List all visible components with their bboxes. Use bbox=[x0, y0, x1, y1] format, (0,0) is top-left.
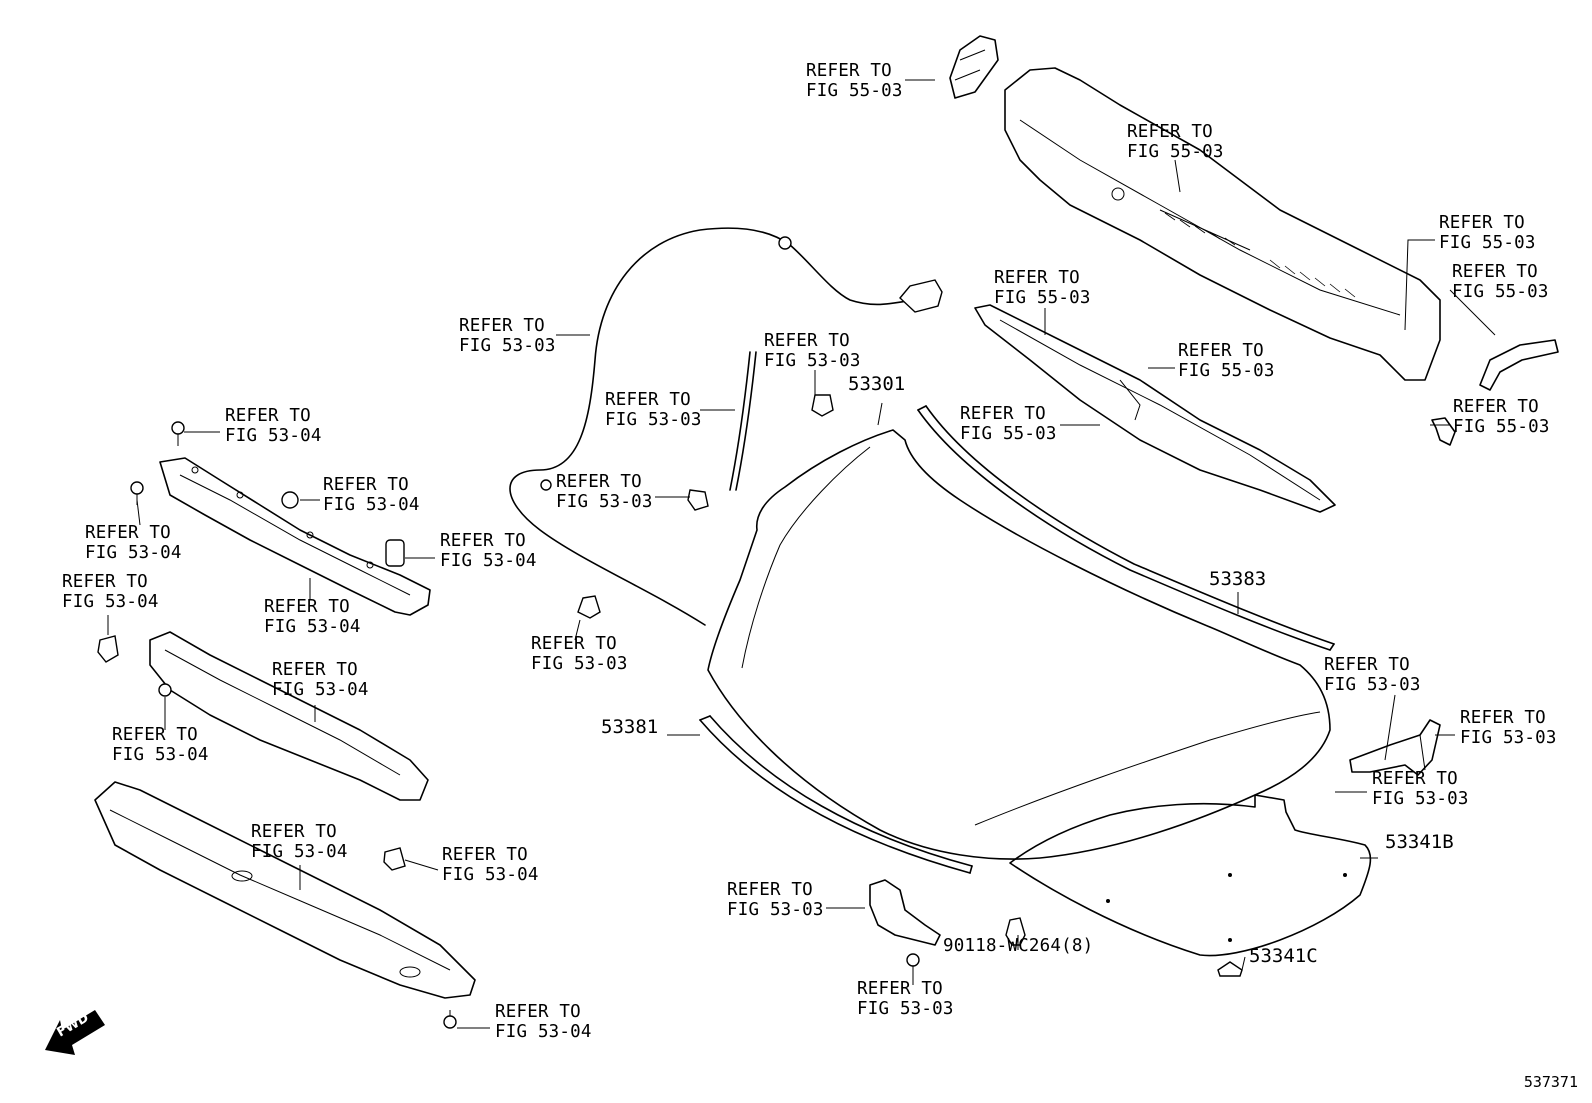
cable-clamp bbox=[577, 595, 601, 619]
part-number-53383: 53383 bbox=[1209, 568, 1267, 590]
bumper-stop bbox=[385, 539, 405, 567]
bolt-left-bottom bbox=[443, 1010, 457, 1029]
hood-lock-clip bbox=[811, 394, 834, 417]
hood-release-cable bbox=[509, 227, 943, 626]
radiator-support-upper bbox=[159, 457, 431, 616]
bolt-left-middle bbox=[158, 683, 172, 697]
cowl-top-panel bbox=[1004, 67, 1441, 381]
part-number-53301: 53301 bbox=[848, 373, 906, 395]
part-number-53381: 53381 bbox=[601, 716, 659, 738]
hood-rear-seal bbox=[917, 405, 1335, 651]
bolt-upper-left bbox=[171, 421, 185, 446]
leader-lines bbox=[107, 79, 1496, 1029]
part-number-53341b: 53341B bbox=[1385, 831, 1454, 853]
fwd-arrow-icon bbox=[45, 1010, 105, 1055]
hood-insulator bbox=[1009, 794, 1372, 957]
cowl-right-bracket bbox=[1479, 339, 1559, 391]
figure-number: 537371 bbox=[1523, 1073, 1578, 1091]
clip-left-small bbox=[97, 635, 119, 663]
radiator-support-lower bbox=[94, 781, 476, 999]
hood-front-seal bbox=[699, 715, 973, 874]
cowl-right-clip bbox=[1431, 417, 1456, 446]
bolt-left bbox=[130, 481, 144, 505]
hood-hinge-right bbox=[1349, 719, 1441, 776]
radiator-support-middle bbox=[149, 631, 429, 801]
part-number-53341c: 53341C bbox=[1249, 945, 1318, 967]
clip-left-lower bbox=[383, 847, 406, 871]
part-number-90118: 90118-WC264(8) bbox=[943, 936, 1094, 956]
clip-53341c bbox=[1217, 961, 1243, 977]
cowl-middle-panel bbox=[974, 304, 1336, 513]
rod-holder-clip bbox=[687, 489, 709, 511]
clip-left-round bbox=[281, 491, 299, 509]
clip-90118 bbox=[1005, 917, 1026, 946]
cowl-side-bracket bbox=[949, 35, 999, 99]
hood-support-rod bbox=[729, 351, 757, 491]
hood-hinge-lower bbox=[869, 879, 941, 967]
hood-panel bbox=[707, 429, 1331, 860]
